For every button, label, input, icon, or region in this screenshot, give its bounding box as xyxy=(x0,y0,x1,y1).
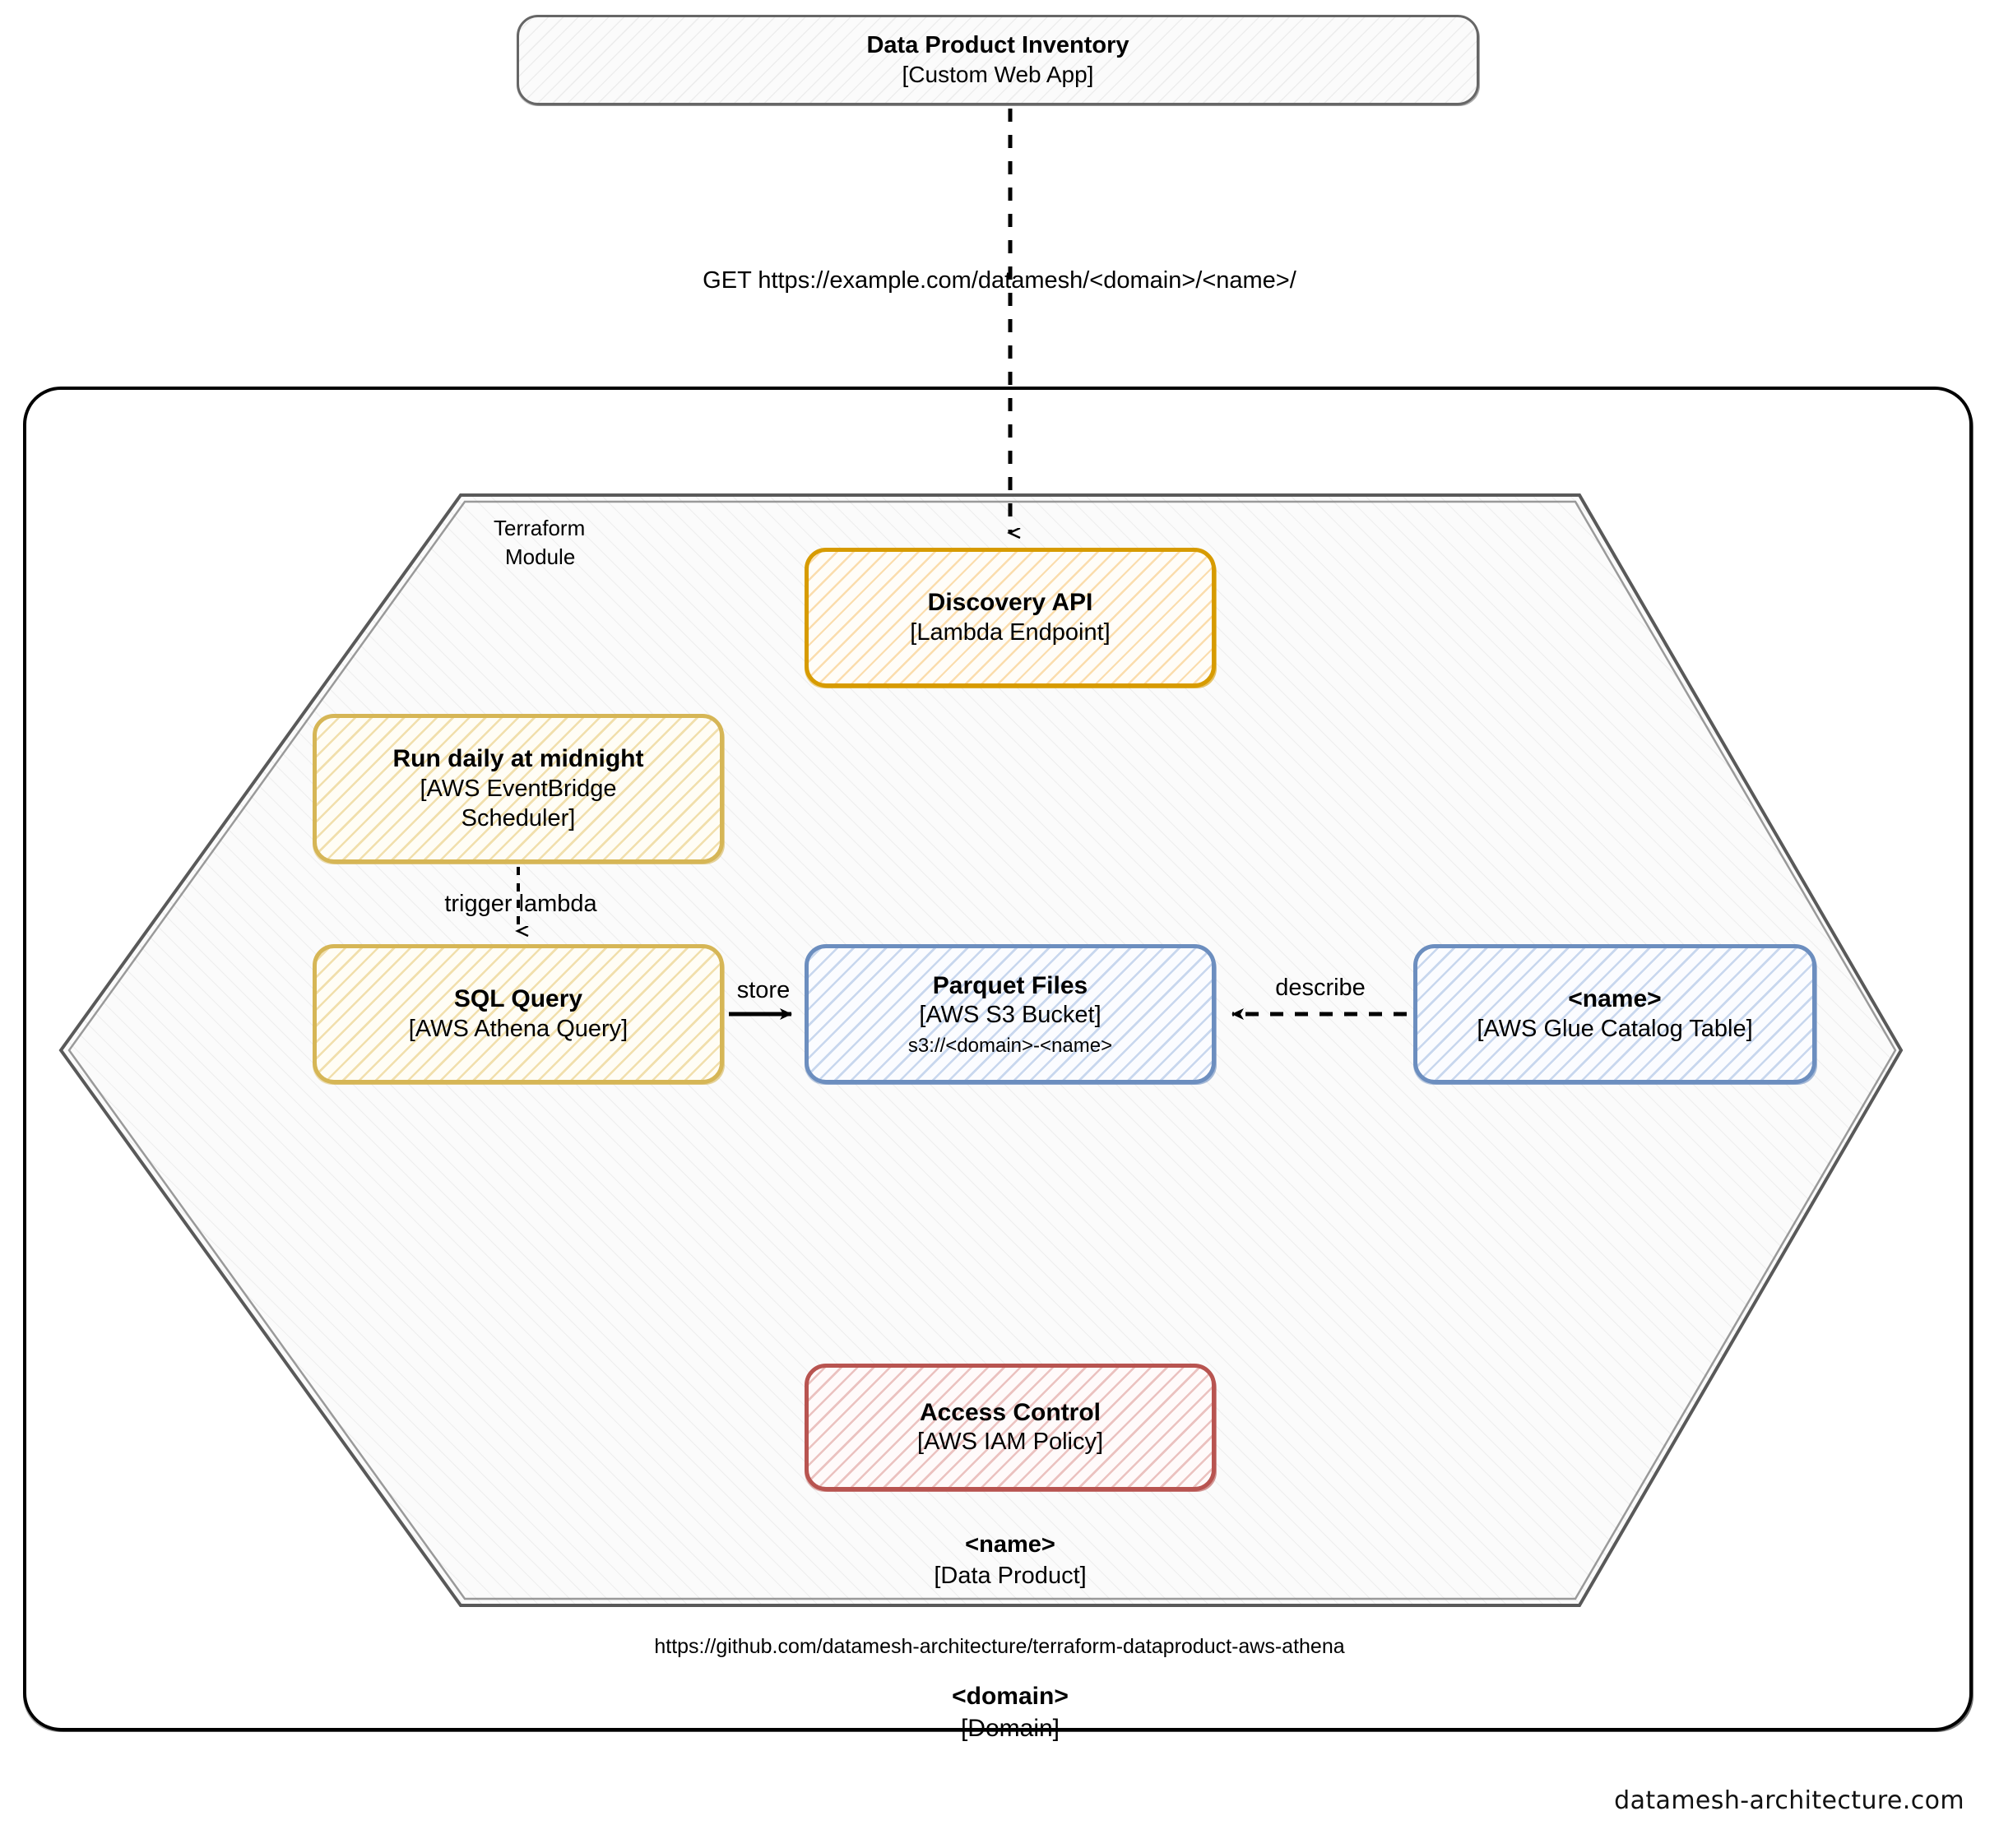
domain-boundary-caption: <domain> [Domain] xyxy=(805,1680,1216,1744)
sql-query-technology: [AWS Athena Query] xyxy=(408,1015,628,1042)
scheduler-title: Run daily at midnight xyxy=(392,745,644,773)
inventory-title: Data Product Inventory xyxy=(866,31,1129,58)
scheduler-technology-line1: [AWS EventBridge xyxy=(420,775,617,802)
glue-table-technology: [AWS Glue Catalog Table] xyxy=(1477,1015,1753,1042)
node-data-product-inventory[interactable]: Data Product Inventory [Custom Web App] xyxy=(517,15,1479,105)
access-control-technology: [AWS IAM Policy] xyxy=(916,1429,1104,1456)
edge-label-trigger-lambda: trigger lambda xyxy=(444,891,597,917)
domain-title: <domain> xyxy=(952,1683,1069,1710)
access-control-title: Access Control xyxy=(919,1398,1102,1426)
discovery-api-title: Discovery API xyxy=(927,589,1093,617)
repo-url-label[interactable]: https://github.com/datamesh-architecture… xyxy=(654,1635,1345,1658)
edge-label-describe: describe xyxy=(1275,975,1366,1001)
edge-label-inventory-to-discovery: GET https://example.com/datamesh/<domain… xyxy=(703,267,1296,294)
node-parquet-files[interactable]: Parquet Files [AWS S3 Bucket] s3://<doma… xyxy=(805,944,1216,1084)
data-product-title: <name> xyxy=(965,1531,1055,1558)
node-access-control[interactable]: Access Control [AWS IAM Policy] xyxy=(805,1364,1216,1491)
parquet-files-title: Parquet Files xyxy=(932,971,1088,999)
terraform-module-line1: Terraform xyxy=(494,516,586,540)
node-discovery-api[interactable]: Discovery API [Lambda Endpoint] xyxy=(805,548,1216,688)
edge-label-store: store xyxy=(736,977,791,1003)
node-eventbridge-scheduler[interactable]: Run daily at midnight [AWS EventBridge S… xyxy=(313,714,724,864)
terraform-module-label: Terraform Module xyxy=(494,514,585,572)
scheduler-technology-line2: Scheduler] xyxy=(461,804,576,831)
parquet-files-technology: [AWS S3 Bucket] xyxy=(919,1001,1102,1028)
parquet-files-path: s3://<domain>-<name> xyxy=(907,1034,1113,1057)
data-product-boundary-caption: <name> [Data Product] xyxy=(805,1530,1216,1591)
data-product-technology: [Data Product] xyxy=(934,1562,1087,1589)
domain-technology: [Domain] xyxy=(960,1715,1060,1742)
terraform-module-line2: Module xyxy=(505,544,576,570)
glue-table-title: <name> xyxy=(1568,985,1662,1013)
discovery-api-technology: [Lambda Endpoint] xyxy=(910,618,1111,646)
node-sql-query[interactable]: SQL Query [AWS Athena Query] xyxy=(313,944,724,1084)
sql-query-title: SQL Query xyxy=(453,985,583,1013)
inventory-technology: [Custom Web App] xyxy=(902,61,1094,87)
node-glue-catalog-table[interactable]: <name> [AWS Glue Catalog Table] xyxy=(1413,944,1816,1084)
watermark-label: datamesh-architecture.com xyxy=(1614,1786,1964,1815)
